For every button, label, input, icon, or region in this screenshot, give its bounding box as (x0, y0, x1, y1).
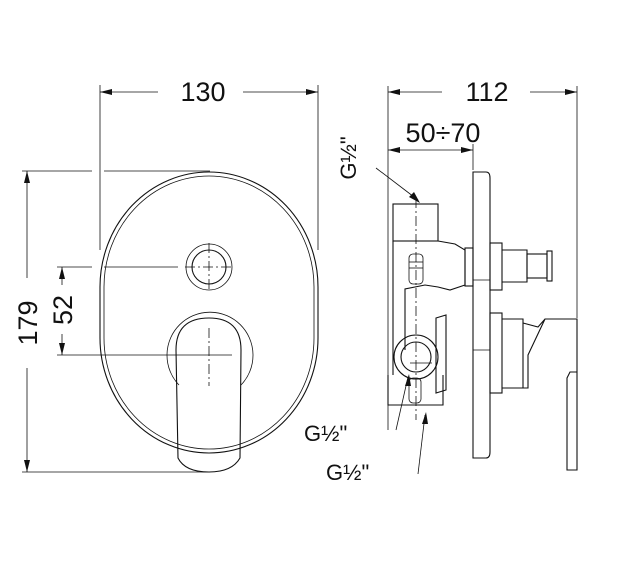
axis-spacing-label: 52 (48, 295, 78, 325)
connection-top-label: G½" (336, 136, 361, 179)
connection-leaders (375, 167, 428, 475)
cover-plate-inner (103, 175, 315, 450)
connection-bottom-2-label: G½" (326, 460, 369, 485)
lever-rosette (166, 311, 254, 386)
width-dim-label: 130 (180, 77, 225, 107)
cover-plate-side (472, 171, 491, 459)
depth-dimension: 112 (387, 77, 578, 430)
connection-bottom-1-label: G½" (304, 421, 347, 446)
install-depth-label: 50÷70 (406, 118, 481, 148)
axis-spacing-dimension: 52 (48, 266, 232, 356)
width-dimension: 130 (99, 77, 319, 250)
lever-side (522, 318, 578, 471)
front-view: 130 179 52 (13, 77, 319, 473)
depth-dim-label: 112 (465, 77, 508, 107)
side-view: 112 50÷70 (304, 77, 578, 485)
cover-plate-outer (99, 171, 319, 454)
height-dim-label: 179 (13, 300, 43, 345)
install-depth-dimension: 50÷70 (388, 118, 480, 170)
height-dimension: 179 (13, 170, 210, 473)
lever-handle (175, 317, 242, 473)
